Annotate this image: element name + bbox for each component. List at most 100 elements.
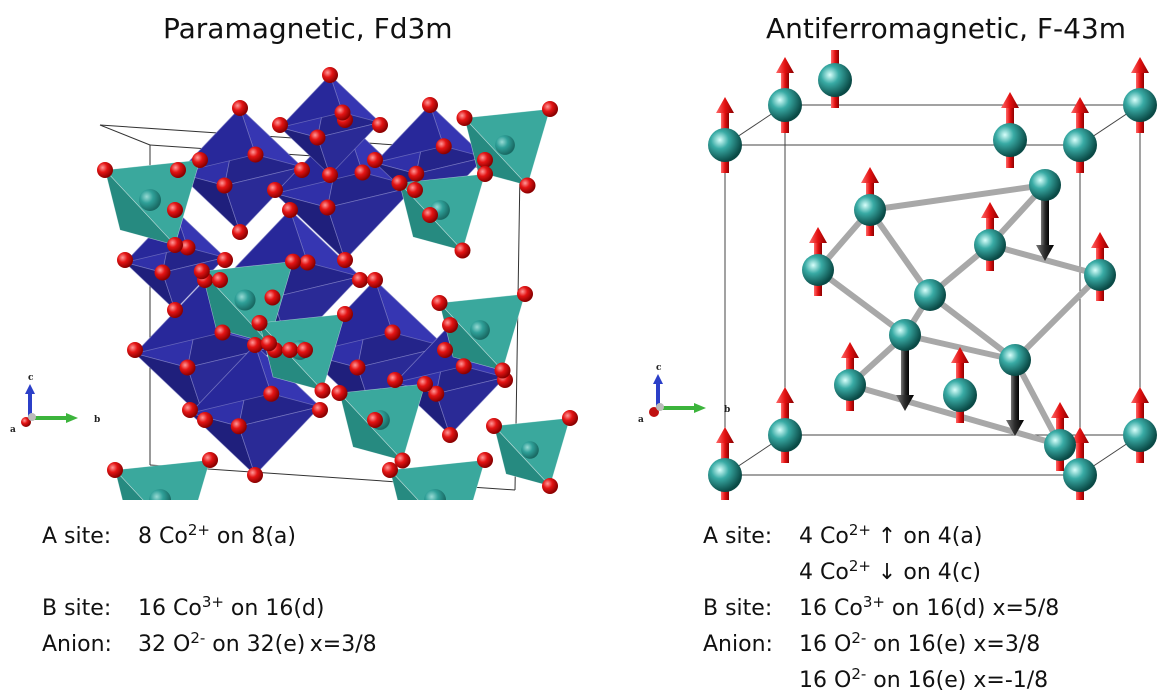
site-label: [703, 555, 799, 591]
cobalt-atom-layer: [708, 50, 1157, 500]
axis-label-a: a: [10, 425, 16, 435]
site-row: B site:16 Co3+ on 16(d): [42, 591, 377, 627]
oxygen-atom: [442, 317, 458, 333]
oxygen-atom: [117, 252, 133, 268]
tetrahedron: [114, 459, 211, 500]
spin-down-arrow: [1006, 360, 1024, 436]
oxygen-atom: [251, 315, 268, 331]
oxygen-atom: [562, 410, 578, 426]
tetrahedron: [493, 417, 571, 487]
oxygen-atom: [517, 286, 533, 302]
oxygen-atom: [261, 335, 277, 352]
site-row: A site: 8 Co2+ on 8(a): [42, 519, 377, 555]
oxygen-atom: [422, 207, 438, 223]
oxygen-atom: [477, 152, 493, 168]
oxygen-atom: [337, 252, 353, 268]
cobalt-atom: [1044, 429, 1076, 461]
bond: [927, 292, 1018, 363]
oxygen-atom: [428, 385, 445, 402]
cell-edge: [99, 124, 151, 146]
cobalt-atom: [818, 63, 852, 97]
oxygen-atom: [214, 324, 231, 341]
oxygen-atom: [519, 177, 536, 194]
oxygen-atom: [437, 342, 453, 358]
bond: [867, 207, 933, 298]
cobalt-atom: [943, 378, 977, 412]
paramagnetic-site-list: A site: 8 Co2+ on 8(a) B site:16 Co3+ on …: [42, 519, 377, 663]
oxygen-atom: [391, 175, 408, 191]
oxygen-atom: [384, 324, 401, 341]
oxygen-atom: [349, 359, 366, 376]
antiferromagnetic-site-list: A site: 4 Co2+ ↑ on 4(a) 4 Co2+ ↓ on 4(c)…: [703, 519, 1059, 699]
cobalt-atom: [914, 279, 946, 311]
axis-label-c-right: c: [656, 363, 662, 373]
oxygen-atom: [167, 302, 183, 318]
site-row: Anion:32 O2- on 32(e) x=3/8: [42, 627, 377, 663]
spin-down-arrow: [1036, 185, 1054, 261]
axis-triad-right: c a b: [638, 363, 730, 425]
oxygen-atom: [247, 337, 263, 353]
site-row: 16 O2- on 16(e) x=-1/8: [703, 663, 1059, 699]
cobalt-atom: [708, 128, 742, 162]
oxygen-atom: [182, 402, 198, 418]
oxygen-atom: [387, 372, 403, 388]
oxygen-atom: [232, 224, 248, 240]
oxygen-atom: [193, 263, 210, 280]
cobalt-atom: [854, 194, 886, 226]
oxygen-atom: [217, 252, 233, 268]
cobalt-atom: [1029, 169, 1061, 201]
oxygen-atom: [264, 289, 281, 306]
bond: [847, 382, 1063, 448]
site-label: A site:: [703, 524, 773, 549]
oxygen-atom: [167, 202, 183, 218]
oxygen-atom: [435, 138, 452, 155]
oxygen-atom: [417, 376, 433, 392]
site-row: A site: 4 Co2+ ↑ on 4(a): [703, 519, 1059, 555]
site-value: 16 Co3+ on 16(d) x=5/8: [799, 593, 1060, 622]
site-value: 4 Co2+ ↓ on 4(c): [799, 557, 982, 586]
oxygen-atom: [486, 418, 502, 434]
oxygen-atom: [154, 264, 171, 281]
site-row: Anion:16 O2- on 16(e) x=3/8: [703, 627, 1059, 663]
tetrahedron: [463, 108, 551, 187]
site-value: 4 Co2+ ↑ on 4(a): [799, 521, 983, 550]
site-value: 8 Co2+ on 8(a): [138, 521, 296, 550]
oxygen-atom: [442, 427, 458, 443]
oxygen-atom: [230, 418, 247, 435]
oxygen-atom: [322, 67, 338, 83]
cobalt-atom: [802, 254, 834, 286]
oxygen-atom: [494, 362, 511, 379]
oxygen-atom: [367, 412, 383, 428]
cobalt-atom: [1063, 458, 1097, 492]
oxygen-atom: [216, 177, 233, 194]
oxygen-atom: [312, 402, 328, 418]
oxygen-atom: [170, 162, 186, 178]
oxygen-atom: [382, 462, 398, 478]
oxygen-atom: [272, 117, 288, 133]
oxygen-atom: [372, 117, 388, 133]
cobalt-atom: [768, 418, 802, 452]
cobalt-atom: [768, 88, 802, 122]
oxygen-atom: [455, 358, 472, 375]
oxygen-atom: [127, 342, 143, 358]
oxygen-atom: [267, 182, 283, 198]
oxygen-layer: [97, 67, 578, 494]
site-row: 4 Co2+ ↓ on 4(c): [703, 555, 1059, 591]
oxygen-atom: [212, 272, 228, 288]
site-value: 16 Co3+ on 16(d): [138, 593, 325, 622]
cobalt-atom: [993, 123, 1027, 157]
site-label: A site:: [42, 524, 112, 549]
oxygen-atom: [232, 100, 248, 116]
oxygen-atom: [408, 165, 425, 182]
left-panel-title: Paramagnetic, Fd3m: [163, 12, 453, 45]
oxygen-atom: [394, 452, 411, 469]
oxygen-atom: [179, 239, 196, 256]
axis-label-b: b: [94, 415, 100, 425]
oxygen-atom: [299, 254, 316, 271]
spin-down-arrow: [896, 335, 914, 411]
oxygen-atom: [297, 342, 313, 358]
oxygen-atom: [179, 359, 196, 376]
oxygen-atom: [542, 101, 558, 117]
oxygen-atom: [107, 462, 123, 478]
oxygen-atom: [454, 242, 471, 259]
